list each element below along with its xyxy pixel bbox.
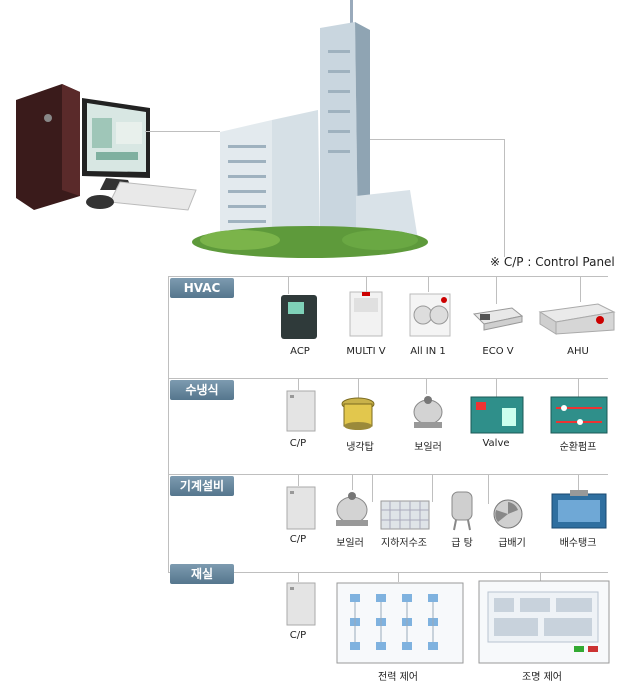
eco-v-device xyxy=(472,307,524,331)
hot-water-device xyxy=(451,491,473,531)
multi-v-device xyxy=(349,291,383,337)
label-hot-water: 급 탕 xyxy=(451,538,473,549)
label-cooling-tower: 냉각탑 xyxy=(346,442,374,453)
drop-line xyxy=(288,276,289,294)
label-cp-3: C/P xyxy=(289,630,307,641)
drop-line xyxy=(428,276,429,292)
drop-line xyxy=(298,474,299,486)
drop-line xyxy=(372,474,373,502)
row-line xyxy=(168,378,608,379)
lighting-control-screen xyxy=(478,580,610,664)
trunk-line xyxy=(168,276,169,573)
label-cp-2: C/P xyxy=(289,534,307,545)
building-icon xyxy=(192,0,428,258)
underground-tank-device xyxy=(380,500,430,530)
legend-note: ※ C/P : Control Panel xyxy=(490,255,615,269)
drop-line xyxy=(432,474,433,502)
label-drain-tank: 배수탱크 xyxy=(559,538,597,549)
all-in-one-device xyxy=(409,293,451,337)
category-occupancy: 재실 xyxy=(170,564,234,584)
label-power-control: 전력 제어 xyxy=(378,672,418,683)
category-water-cooled: 수냉식 xyxy=(170,380,234,400)
row-line xyxy=(168,572,608,573)
label-ahu: AHU xyxy=(567,346,589,357)
drop-line xyxy=(578,474,579,490)
label-multi-v: MULTI V xyxy=(346,346,386,357)
computer-icon xyxy=(16,84,197,211)
label-acp: ACP xyxy=(290,346,310,357)
control-panel-device xyxy=(286,582,316,626)
drop-line xyxy=(398,572,399,582)
cooling-tower-device xyxy=(341,397,375,430)
connector-line xyxy=(360,139,505,140)
drop-line xyxy=(578,378,579,398)
power-control-screen xyxy=(336,582,464,664)
boiler-device xyxy=(336,492,368,526)
drop-line xyxy=(540,572,541,582)
row-line xyxy=(168,276,608,277)
drop-line xyxy=(352,474,353,490)
control-panel-device xyxy=(286,390,316,432)
label-eco-v: ECO V xyxy=(482,346,514,357)
drop-line xyxy=(426,378,427,394)
label-circulation-pump: 순환펌프 xyxy=(559,442,597,453)
label-ventilation: 급배기 xyxy=(498,538,526,549)
control-panel-device xyxy=(286,486,316,530)
connector-line xyxy=(504,139,505,257)
drop-line xyxy=(298,378,299,390)
ahu-device xyxy=(538,303,616,335)
ventilation-fan-device xyxy=(493,499,523,529)
drop-line xyxy=(366,276,367,292)
valve-device xyxy=(470,396,524,434)
drop-line xyxy=(496,378,497,398)
label-boiler-1: 보일러 xyxy=(414,442,442,453)
drop-line xyxy=(298,572,299,582)
drop-line xyxy=(580,276,581,302)
label-all-in-one: All IN 1 xyxy=(410,346,446,357)
acp-device xyxy=(281,295,317,339)
label-underground-tank: 지하저수조 xyxy=(381,538,427,549)
drop-line xyxy=(496,276,497,304)
circulation-pump-device xyxy=(550,396,608,434)
label-boiler-2: 보일러 xyxy=(336,538,364,549)
drain-tank-device xyxy=(551,490,607,529)
drop-line xyxy=(488,474,489,504)
row-line xyxy=(168,474,608,475)
connector-line xyxy=(145,131,220,132)
category-hvac: HVAC xyxy=(170,278,234,298)
drop-line xyxy=(358,378,359,398)
boiler-device xyxy=(413,396,443,428)
label-cp-1: C/P xyxy=(289,438,307,449)
category-mechanical: 기계설비 xyxy=(170,476,234,496)
label-valve: Valve xyxy=(482,438,510,449)
label-lighting-control: 조명 제어 xyxy=(522,672,562,683)
